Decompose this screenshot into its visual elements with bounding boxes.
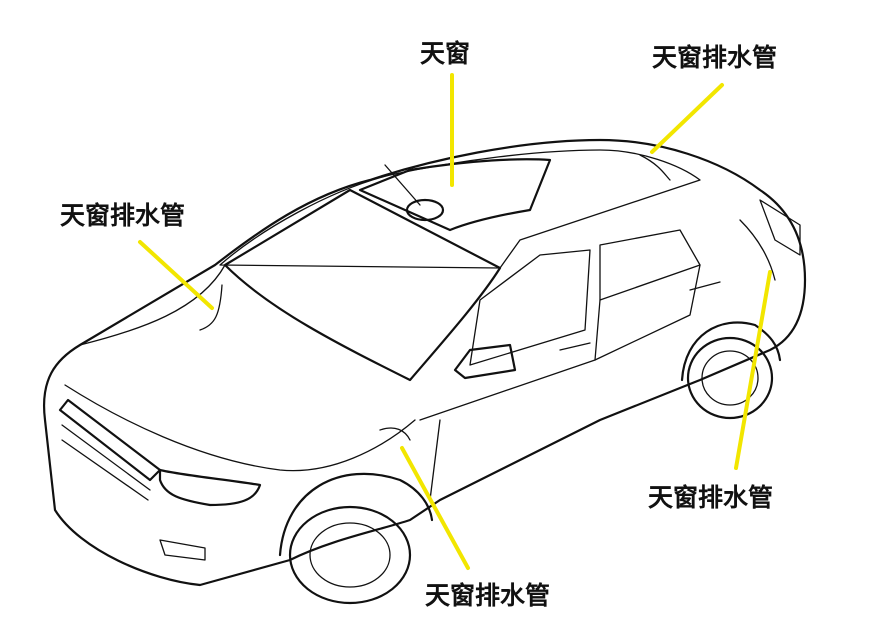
label-drain-left: 天窗排水管 [60, 201, 186, 230]
leader-drain-front-pillar [400, 446, 470, 570]
label-drain-front-pillar: 天窗排水管 [425, 581, 551, 610]
car-outline [42, 138, 807, 605]
label-drain-rear: 天窗排水管 [648, 483, 774, 512]
leader-lines [138, 73, 772, 570]
leader-drain-rear [734, 270, 772, 470]
leader-drain-left [138, 240, 214, 310]
label-sunroof: 天窗 [420, 39, 471, 68]
label-drain-top-right: 天窗排水管 [652, 43, 778, 72]
leader-drain-top-right [650, 83, 724, 154]
